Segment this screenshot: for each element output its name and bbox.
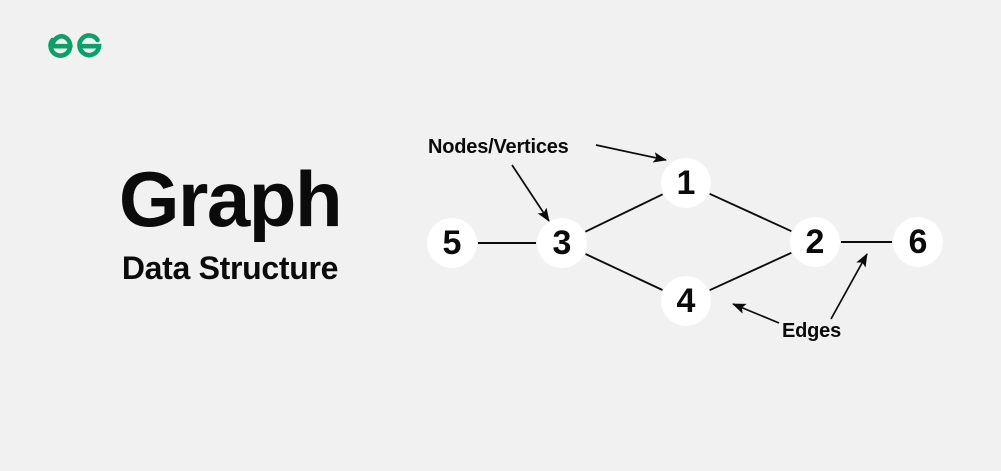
graph-node-3[interactable]: 3 <box>537 218 587 268</box>
annotation-arrow-nodes-vertices <box>511 164 550 222</box>
graph-edge <box>584 193 664 233</box>
page-subtitle: Data Structure <box>121 250 339 286</box>
annotation-pointers <box>511 144 868 324</box>
geeksforgeeks-logo <box>44 28 108 64</box>
headline-block: Graph Data Structure <box>0 160 460 284</box>
gg-logo-icon <box>48 33 102 58</box>
graph-node-6[interactable]: 6 <box>893 217 943 267</box>
graph-edge <box>709 251 792 292</box>
annotation-label-edges: Edges <box>782 320 842 342</box>
page-title: Graph <box>118 155 343 243</box>
edge-lines <box>478 192 892 292</box>
graph-node-2[interactable]: 2 <box>790 217 840 267</box>
graph-edge <box>709 192 792 233</box>
annotation-label-nodes-vertices: Nodes/Vertices <box>428 136 569 158</box>
graph-node-4[interactable]: 4 <box>661 276 711 326</box>
annotation-arrow-edges <box>830 253 868 320</box>
graph-edge <box>585 253 663 291</box>
annotation-arrow-edges <box>732 303 780 324</box>
graph-node-5[interactable]: 5 <box>427 218 477 268</box>
graph-node-1[interactable]: 1 <box>661 158 711 208</box>
annotation-arrow-nodes-vertices <box>595 144 667 163</box>
